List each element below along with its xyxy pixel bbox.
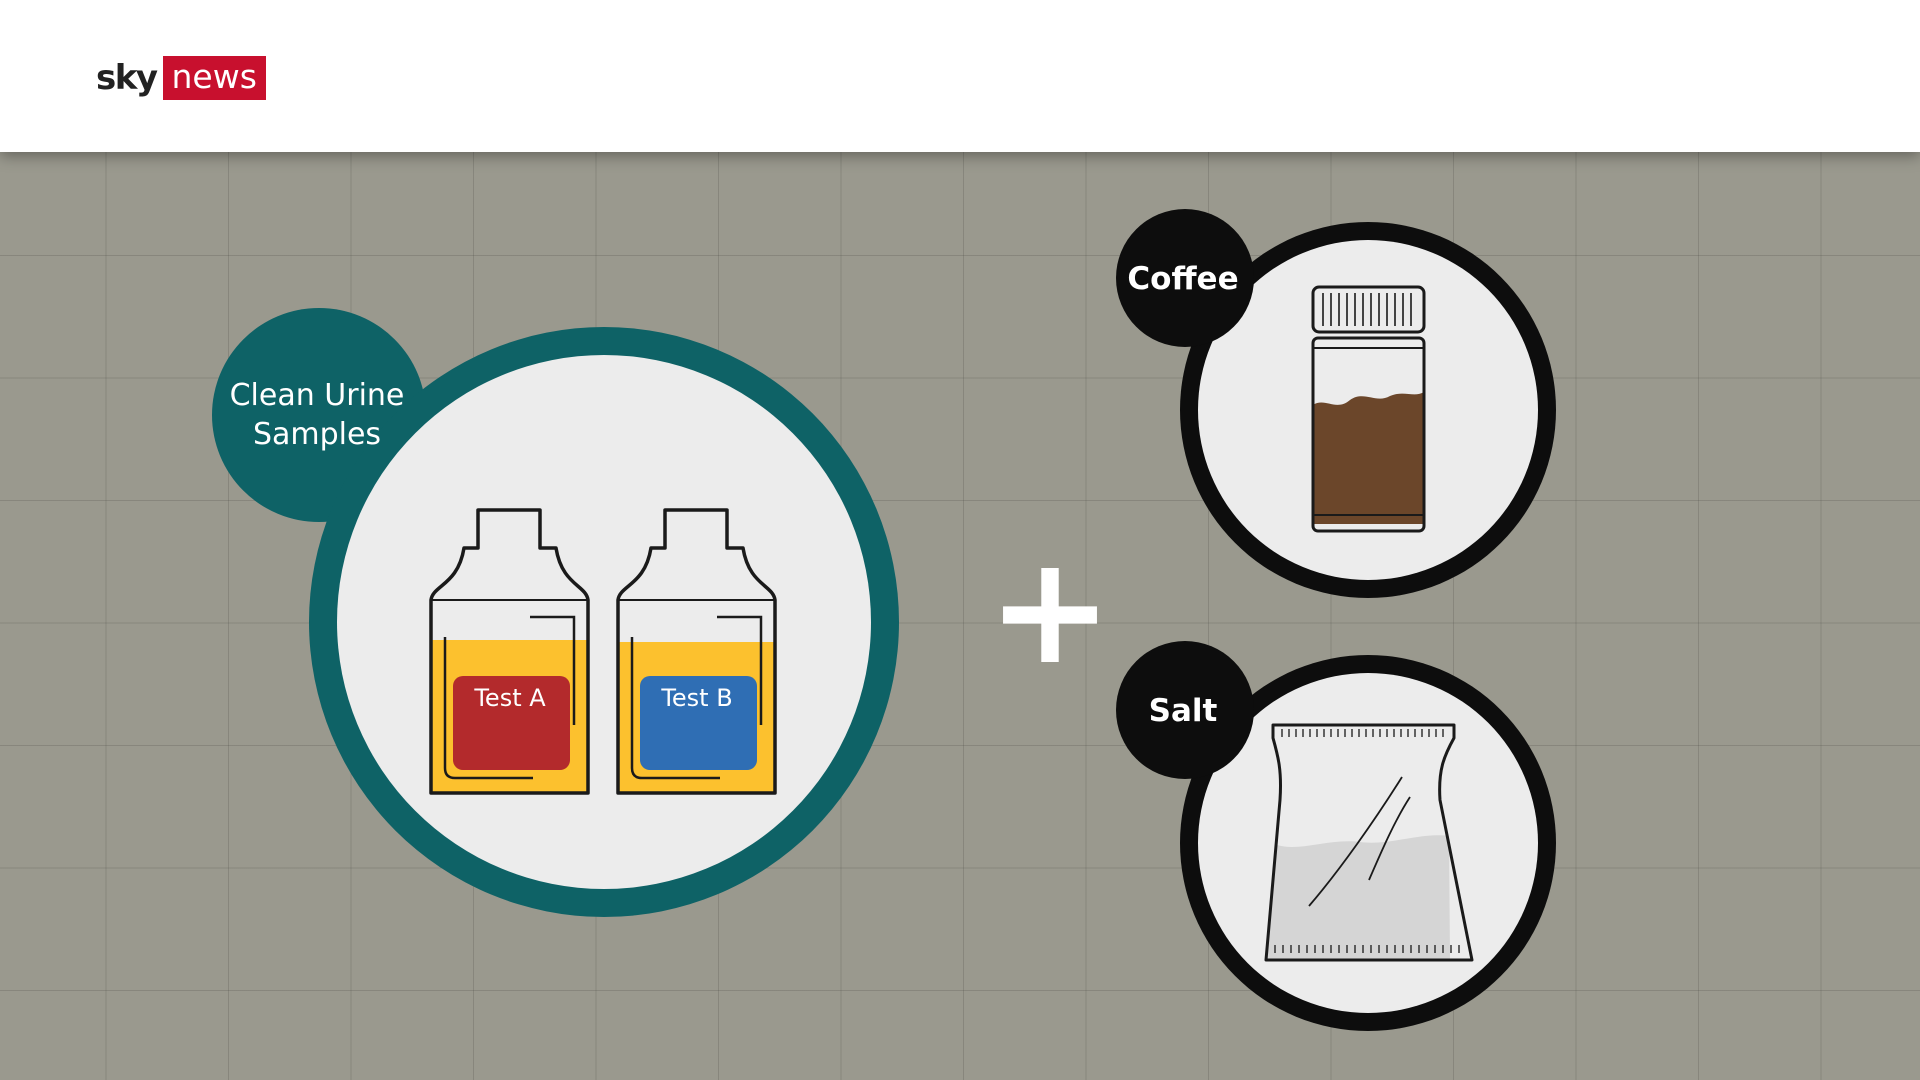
- bottle-b-highlight-right: [717, 615, 763, 725]
- bottle-a-highlight-left: [443, 637, 533, 780]
- salt-fill: [1266, 835, 1450, 960]
- salt-bag-top-seal: [1281, 729, 1444, 737]
- bottle-a-outline: [429, 508, 590, 795]
- header-bar: sky news: [0, 0, 1920, 152]
- coffee-grounds: [1313, 392, 1424, 524]
- coffee-jar-lid: [1311, 285, 1426, 334]
- salt-group: Salt: [1116, 641, 1556, 1031]
- urine-label-line1: Clean Urine: [230, 378, 405, 413]
- bottle-a-highlight-right: [530, 615, 576, 725]
- bottle-b-highlight-left: [630, 637, 720, 780]
- coffee-label: Coffee: [1127, 261, 1238, 297]
- bottle-b-outline: [616, 508, 777, 795]
- bottle-a-tag: [453, 676, 570, 770]
- logo-news-text: news: [162, 56, 266, 100]
- coffee-group: Coffee: [1116, 209, 1556, 598]
- bottle-a-icon: Test A: [429, 508, 590, 795]
- salt-label: Salt: [1149, 693, 1218, 729]
- bottle-a-tag-label: Test A: [473, 684, 546, 712]
- coffee-jar-body: [1311, 336, 1426, 533]
- bottle-b-icon: Test B: [616, 508, 777, 795]
- urine-label-line2: Samples: [253, 417, 381, 452]
- sky-news-logo: sky news: [96, 56, 266, 100]
- salt-bag-outline: [1264, 723, 1474, 962]
- logo-sky-text: sky: [96, 58, 158, 98]
- salt-bag-bottom-seal: [1274, 945, 1460, 953]
- coffee-label-bubble: [1116, 209, 1254, 347]
- urine-circle-bg: [337, 355, 871, 889]
- bottle-b-tag: [640, 676, 757, 770]
- coffee-jar-icon: [1311, 285, 1426, 533]
- salt-bag-glare-1: [1308, 776, 1403, 907]
- salt-bag-glare-2: [1368, 796, 1411, 881]
- urine-samples-group: Clean Urine Samples Test A Test B: [212, 308, 899, 917]
- bottle-b-tag-label: Test B: [660, 684, 732, 712]
- coffee-jar-lid-ridges: [1322, 293, 1412, 326]
- salt-bag-icon: [1264, 723, 1474, 962]
- plus-sign: +: [987, 524, 1113, 698]
- salt-label-bubble: [1116, 641, 1254, 779]
